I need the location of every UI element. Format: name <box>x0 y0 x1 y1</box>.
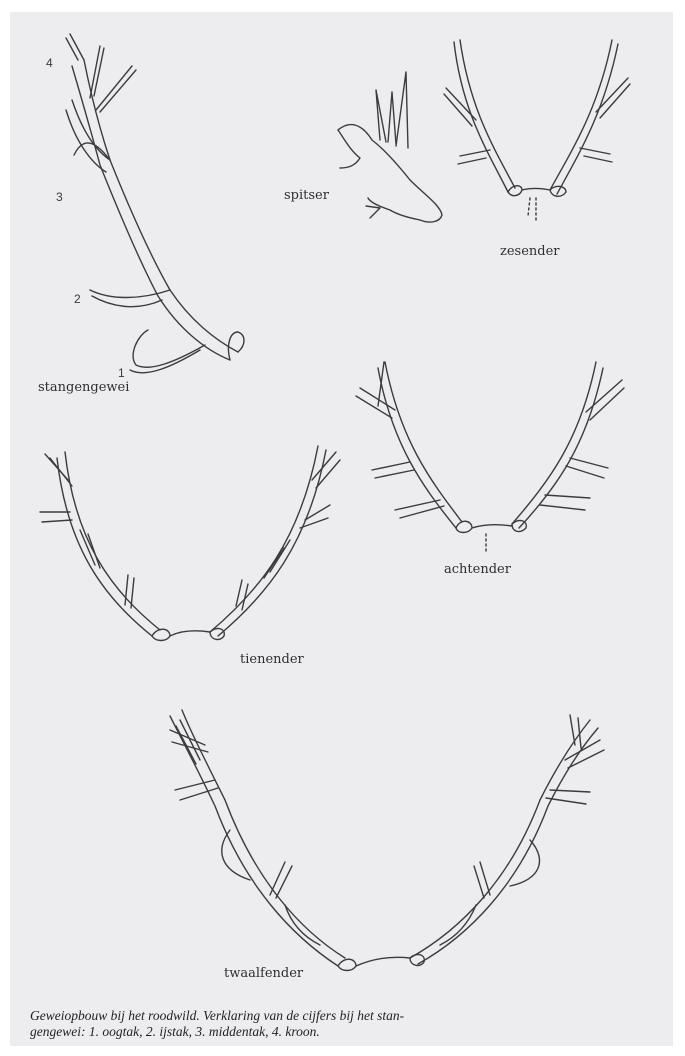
stangengewei-antler <box>66 34 244 373</box>
label-achtender: achtender <box>444 562 511 577</box>
caption-line-1: Geweiopbouw bij het roodwild. Verklaring… <box>30 1008 650 1024</box>
label-stangengewei: stangengewei <box>38 380 129 395</box>
label-tienender: tienender <box>240 652 304 667</box>
label-zesender: zesender <box>500 244 560 259</box>
number-1: 1 <box>118 366 125 380</box>
number-3: 3 <box>56 190 63 204</box>
twaalfender-antler <box>170 710 604 971</box>
figure-caption: Geweiopbouw bij het roodwild. Verklaring… <box>30 1008 650 1040</box>
number-4: 4 <box>46 56 53 70</box>
spitser-head <box>338 72 442 222</box>
number-2: 2 <box>74 292 81 306</box>
tienender-antler <box>40 446 340 641</box>
caption-line-2: gengewei: 1. oogtak, 2. ijstak, 3. midde… <box>30 1024 650 1040</box>
label-spitser: spitser <box>284 188 329 203</box>
zesender-antler <box>444 40 630 222</box>
label-twaalfender: twaalfender <box>224 966 303 981</box>
achtender-antler <box>356 362 624 552</box>
